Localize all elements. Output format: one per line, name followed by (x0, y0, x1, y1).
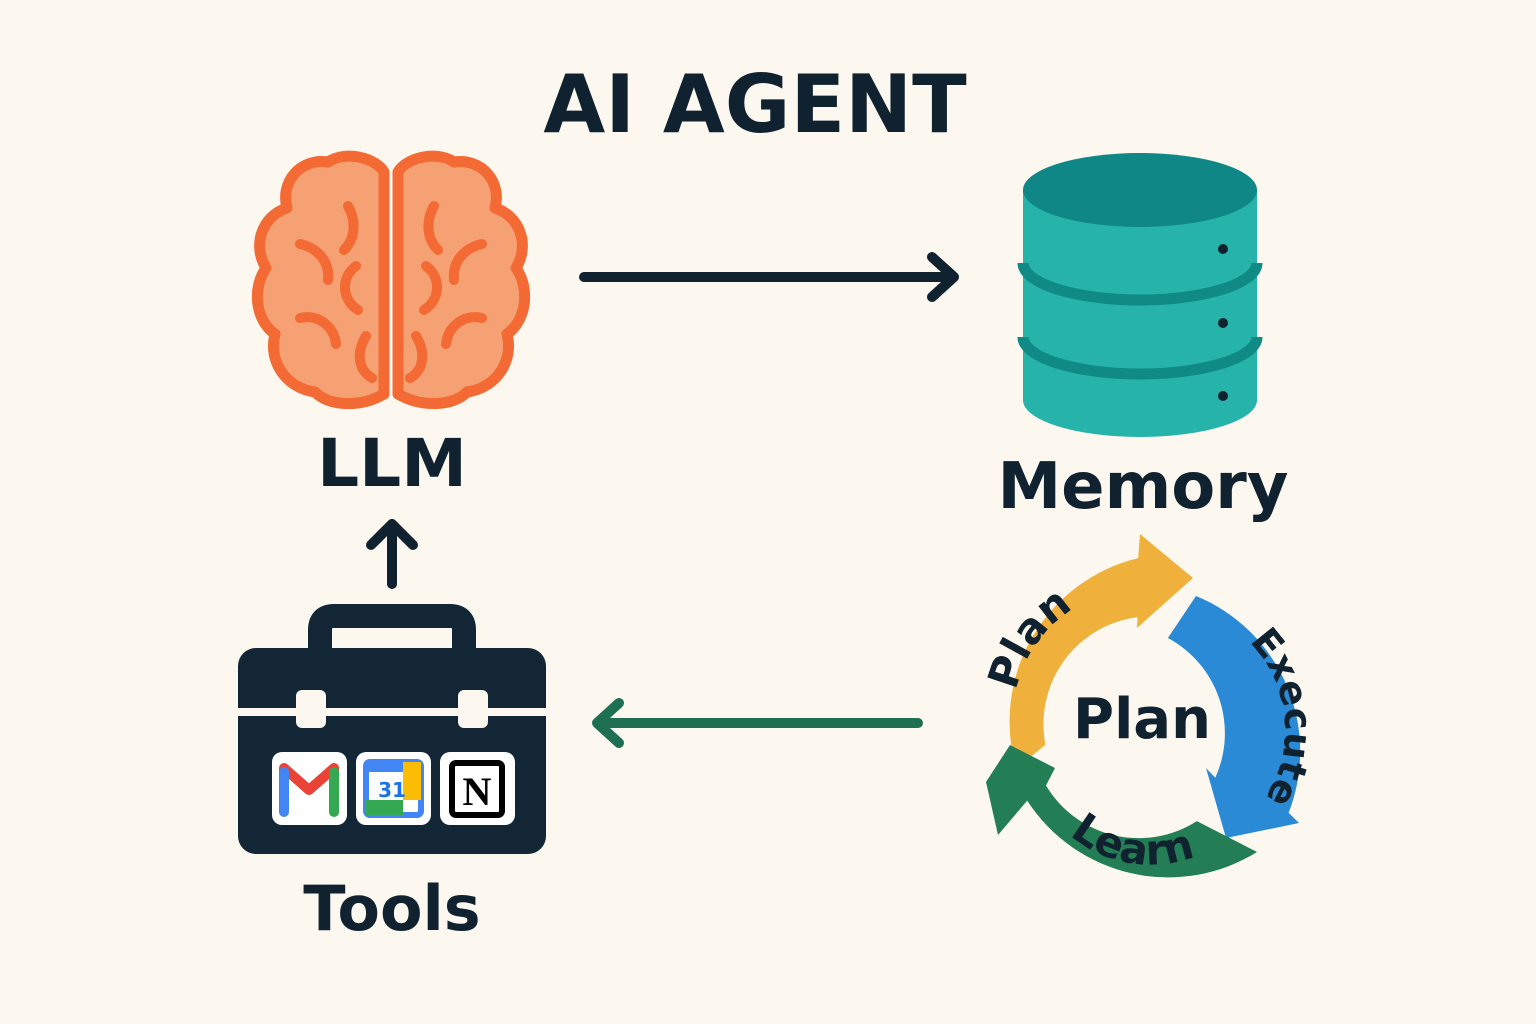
arrow-cycle-to-tools (592, 698, 923, 748)
llm-label: LLM (317, 425, 467, 502)
brain-icon (251, 150, 531, 410)
cycle-segment-plan (1009, 534, 1193, 769)
toolbox-lid-line (238, 708, 546, 716)
arrow-tools-to-llm (366, 519, 418, 589)
gmail-icon[interactable] (272, 752, 347, 825)
diagram-title: AI AGENT (543, 58, 967, 151)
database-icon (1017, 153, 1263, 437)
cycle-segment-execute (1167, 596, 1301, 838)
memory-label: Memory (997, 450, 1288, 524)
arrow-llm-to-memory (579, 252, 959, 302)
cycle-segment-learn (986, 745, 1257, 878)
calendar-day: 31 (378, 778, 406, 802)
calendar-icon[interactable]: 31 (356, 752, 431, 825)
tools-label: Tools (303, 872, 480, 945)
notion-icon[interactable]: N (440, 752, 515, 825)
cycle-center-label: Plan (1073, 687, 1211, 752)
notion-letter: N (463, 769, 492, 814)
